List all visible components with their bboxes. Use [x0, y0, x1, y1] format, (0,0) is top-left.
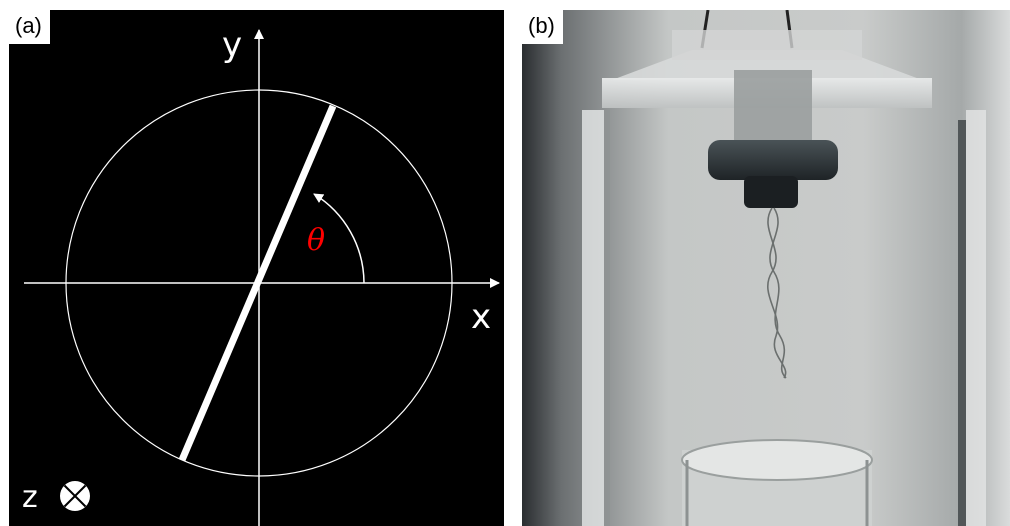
angle-arc — [313, 193, 365, 284]
vessel-wall-left — [582, 110, 604, 526]
angle-label: θ — [307, 223, 325, 258]
panel-a-diagram: θ y x z (a) — [9, 10, 504, 526]
photo-illustration — [522, 10, 1010, 526]
vessel-wall-left-edge — [604, 110, 610, 526]
holder-cylinder — [734, 70, 812, 145]
glass-neck — [672, 30, 862, 60]
vessel-wall-right — [966, 110, 986, 526]
panel-a-label: (a) — [9, 10, 50, 44]
lower-tube-rim — [681, 439, 873, 481]
into-page-cross-icon — [60, 481, 90, 511]
diagram-canvas: θ y x z — [22, 25, 500, 526]
dark-cap — [708, 140, 838, 180]
ribbon-rod — [178, 104, 337, 462]
twisted-ribbon — [767, 207, 787, 379]
clamp — [744, 176, 798, 208]
panel-b-photo: (b) — [522, 10, 1010, 526]
x-axis-label: x — [471, 297, 491, 337]
y-axis-label: y — [222, 25, 242, 65]
panel-b-label: (b) — [522, 10, 563, 44]
vessel-wall-right-edge — [958, 120, 966, 526]
z-axis-label: z — [22, 480, 38, 515]
